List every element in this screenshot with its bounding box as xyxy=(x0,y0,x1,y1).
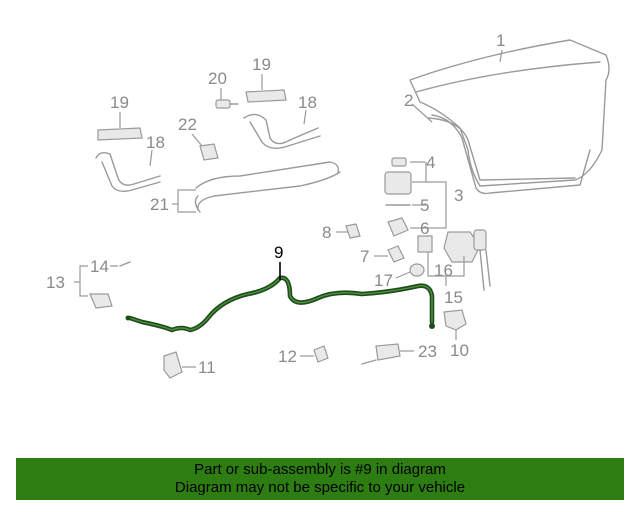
callout-13: 13 xyxy=(46,273,65,292)
bracket-lines-13 xyxy=(74,265,118,297)
latch-assembly-part xyxy=(384,157,412,237)
lock-cylinder-part xyxy=(345,223,491,291)
bolt-part-20 xyxy=(215,99,239,109)
bracket-lines-15 xyxy=(427,252,465,286)
trunk-lid-part xyxy=(409,39,610,195)
callout-22: 22 xyxy=(178,115,197,134)
leader-line-17 xyxy=(395,271,411,279)
bracket-lines-3 xyxy=(410,161,447,229)
leader-line-2 xyxy=(411,103,433,123)
banner-line-disclaimer: Diagram may not be specific to your vehi… xyxy=(174,479,466,496)
leader-line-22 xyxy=(191,133,203,147)
handle-part-11 xyxy=(163,351,183,379)
callout-3: 3 xyxy=(454,186,463,205)
hinge-left-part xyxy=(95,127,161,193)
callout-10: 10 xyxy=(450,341,469,360)
callout-7: 7 xyxy=(360,247,369,266)
bumper-part-22 xyxy=(199,143,219,161)
bracket-lines-21 xyxy=(172,189,196,213)
callout-14: 14 xyxy=(90,257,109,276)
callout-5: 5 xyxy=(420,196,429,215)
callout-19b: 19 xyxy=(252,55,271,74)
callout-18a: 18 xyxy=(146,133,165,152)
leader-line-1 xyxy=(499,49,503,63)
callout-6: 6 xyxy=(420,219,429,238)
hinge-right-part xyxy=(243,89,321,149)
latch-part xyxy=(443,309,467,331)
callout-11: 11 xyxy=(198,358,216,377)
clip-part-12 xyxy=(313,345,329,363)
callout-21: 21 xyxy=(150,195,169,214)
callout-15: 15 xyxy=(444,288,463,307)
leader-line-18b xyxy=(303,109,307,125)
banner-line-part-number: Part or sub-assembly is #9 in diagram xyxy=(194,461,446,478)
torsion-rod-part xyxy=(194,161,341,213)
callout-16: 16 xyxy=(434,261,453,280)
callout-19a: 19 xyxy=(110,93,129,112)
callout-23: 23 xyxy=(418,342,437,361)
callout-8: 8 xyxy=(322,223,331,242)
callout-18b: 18 xyxy=(298,93,317,112)
callout-20: 20 xyxy=(208,69,227,88)
release-lever-part xyxy=(89,261,131,309)
callout-1: 1 xyxy=(496,31,505,50)
callout-9: 9 xyxy=(274,243,283,262)
part-notice-banner: Part or sub-assembly is #9 in diagram Di… xyxy=(16,458,624,500)
callout-4: 4 xyxy=(426,153,435,172)
actuator-part xyxy=(361,343,401,365)
leader-line-18a xyxy=(149,149,153,167)
callout-12: 12 xyxy=(278,347,297,366)
callout-2: 2 xyxy=(404,91,413,110)
callout-17: 17 xyxy=(374,271,393,290)
